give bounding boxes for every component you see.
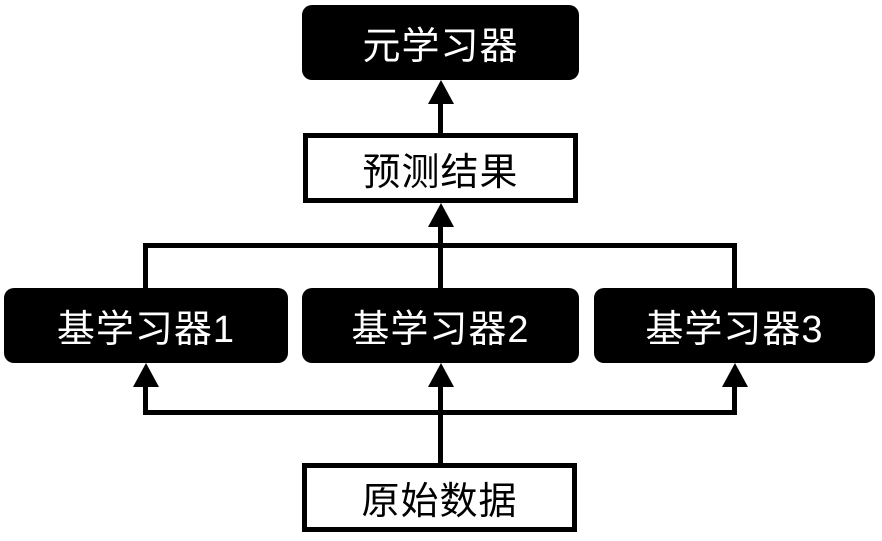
arrowhead-up-icon [428, 80, 454, 104]
node-meta-learner: 元学习器 [302, 5, 579, 80]
node-prediction-results: 预测结果 [303, 133, 578, 203]
node-base-learner-1: 基学习器1 [4, 288, 288, 363]
arrowhead-up-icon [428, 203, 454, 227]
node-raw-data: 原始数据 [302, 463, 577, 532]
arrowhead-up-icon [428, 363, 454, 387]
arrowhead-up-icon [722, 363, 748, 387]
arrowhead-up-icon [133, 363, 159, 387]
connector-base3-branch [732, 243, 737, 288]
connector-raw-to-base3 [732, 385, 737, 415]
connector-base1-branch [143, 243, 148, 288]
node-base-learner-3: 基学习器3 [594, 288, 875, 363]
connector-prediction-to-meta [438, 98, 443, 133]
node-base-learner-2: 基学习器2 [302, 288, 579, 363]
connector-base2-to-prediction [438, 224, 443, 288]
connector-raw-to-base1 [143, 385, 148, 415]
connector-raw-to-base2 [438, 385, 443, 463]
